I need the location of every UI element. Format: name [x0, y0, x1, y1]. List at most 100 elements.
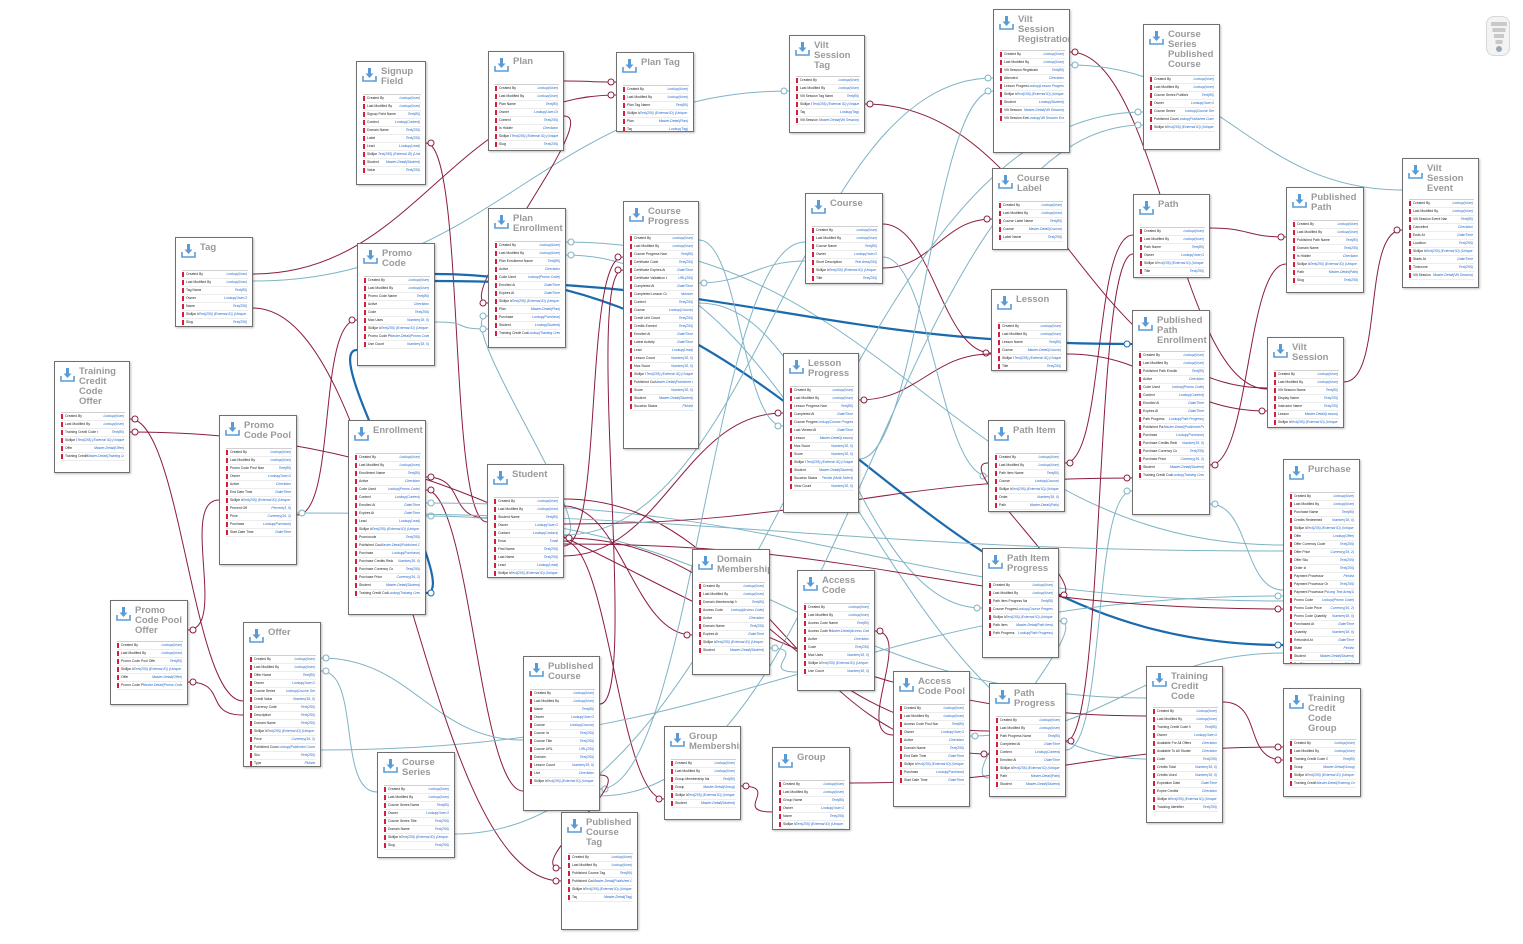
entity-header[interactable]: Vilt Session Tag [790, 36, 864, 74]
entity-header[interactable]: Published Path Enrollment [1133, 311, 1209, 349]
entity-header[interactable]: Group Membership [665, 727, 740, 757]
field-row[interactable]: Access Code PoolMaster-Detail(Access Cod… [804, 628, 870, 636]
entity-header[interactable]: Published Course [524, 657, 599, 687]
entity-header[interactable]: Published Course Tag [562, 813, 637, 851]
field-row[interactable]: Training Credit Code UsedLookup(Training… [355, 590, 421, 598]
entity-header[interactable]: Path Item Progress [983, 549, 1058, 579]
field-row[interactable]: Promo Code PoolMaster-Detail(Promo Code … [364, 333, 430, 341]
field-row[interactable]: Training Credit Code UsedLookup(Training… [1139, 472, 1205, 480]
field-row[interactable]: Training Credit Code UsedLookup(Training… [495, 330, 561, 338]
entity-header[interactable]: Lesson Progress [784, 354, 858, 384]
